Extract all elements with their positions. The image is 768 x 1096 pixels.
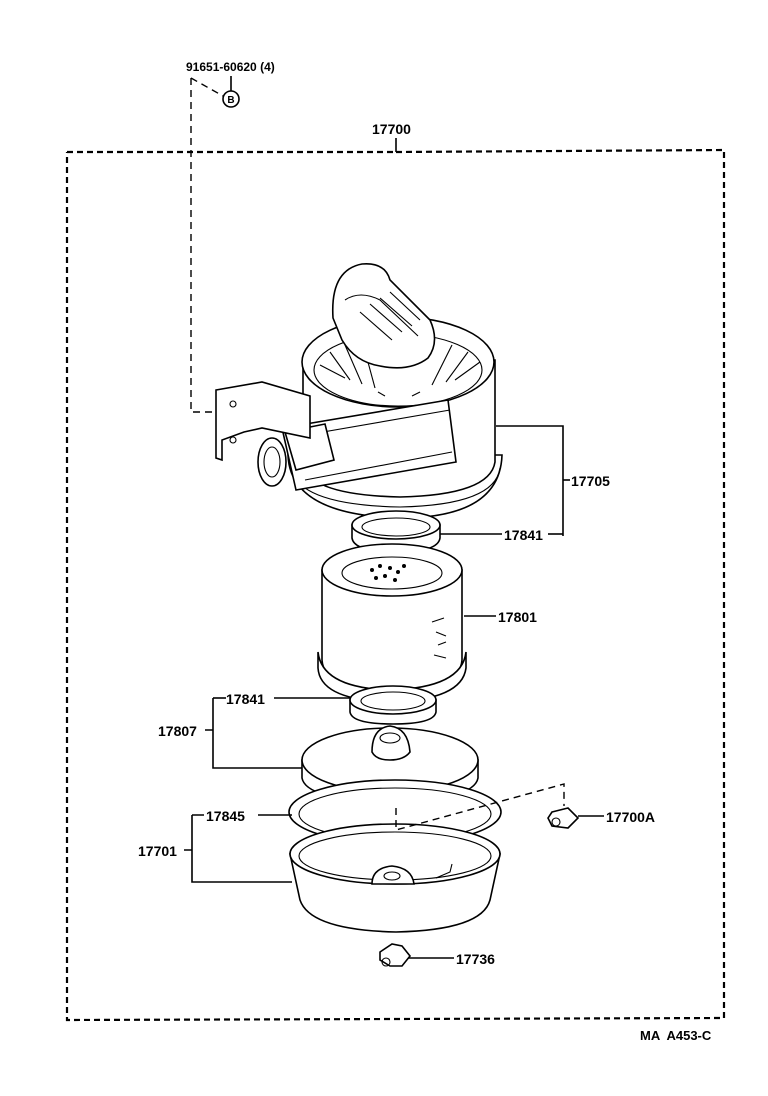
label-cover-assy: 17807 <box>158 723 197 739</box>
air-cleaner-case <box>184 814 501 933</box>
clamp <box>395 783 604 831</box>
wing-nut <box>379 943 454 967</box>
label-seal: 17845 <box>206 808 245 824</box>
air-cleaner-cap <box>215 263 570 536</box>
label-element: 17801 <box>498 609 537 625</box>
bolt-marker: B <box>227 95 234 106</box>
label-wing-nut: 17736 <box>456 951 495 967</box>
label-assembly: 17700 <box>372 121 411 137</box>
label-gasket-top: 17841 <box>504 527 543 543</box>
label-gasket-bottom: 17841 <box>226 691 265 707</box>
label-clamp: 17700A <box>606 809 655 825</box>
figure-code: MA A453-C <box>640 1028 712 1043</box>
label-cap: 17705 <box>571 473 610 489</box>
label-bolt-part: 91651-60620 (4) <box>186 60 275 74</box>
assembly-boundary <box>65 138 726 1022</box>
label-case: 17701 <box>138 843 177 859</box>
bolt-callout: B <box>190 76 240 413</box>
air-filter-element <box>317 543 496 703</box>
gasket-bottom <box>274 685 437 725</box>
